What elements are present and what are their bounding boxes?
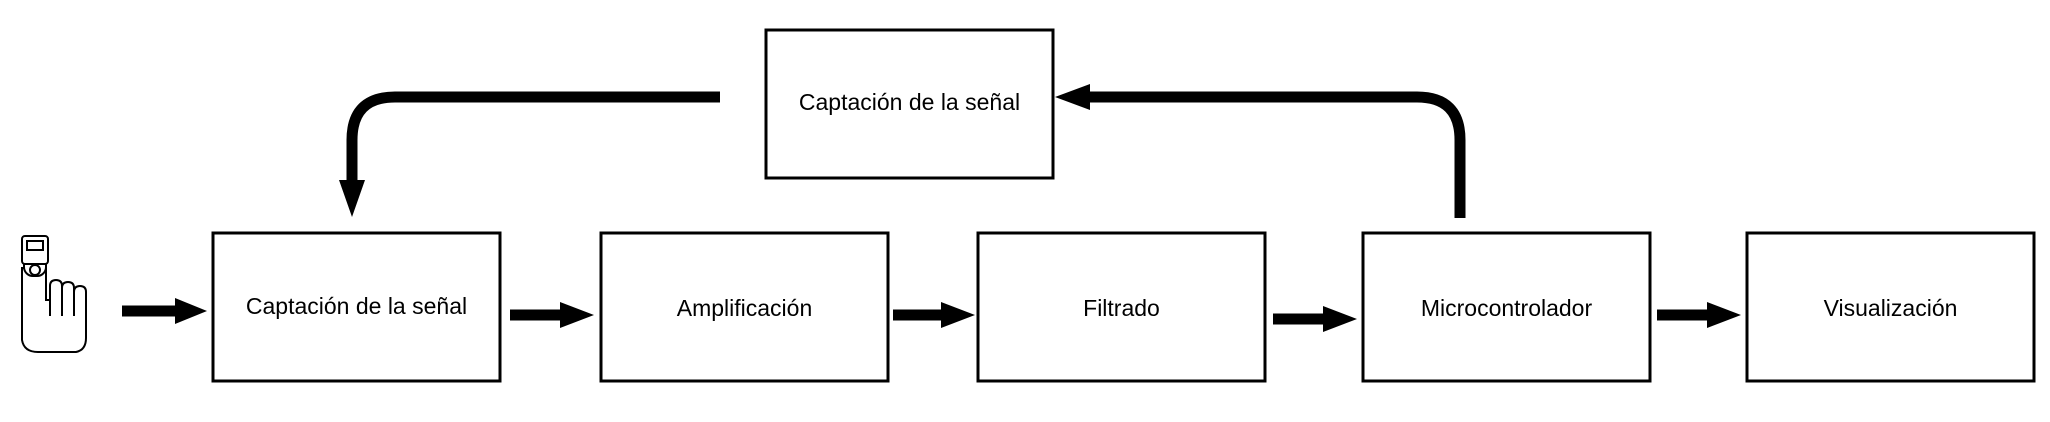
block-signal-capture-label: Captación de la señal — [246, 293, 467, 319]
finger-pulse-oximeter-icon — [21, 235, 87, 353]
block-signal-capture: Captación de la señal — [211, 231, 502, 383]
arrow-top-block-to-capture — [339, 91, 720, 217]
block-filtering-label: Filtrado — [1083, 295, 1160, 321]
block-visualization: Visualización — [1745, 231, 2036, 383]
arrow-microcontroller-to-visualization — [1657, 302, 1741, 328]
block-amplification-label: Amplificación — [677, 295, 813, 321]
block-visualization-label: Visualización — [1824, 295, 1958, 321]
block-amplification: Amplificación — [599, 231, 890, 383]
block-top-signal-capture-label: Captación de la señal — [799, 89, 1020, 115]
block-microcontroller-label: Microcontrolador — [1421, 295, 1593, 321]
arrow-amplification-to-filtering — [893, 302, 975, 328]
block-filtering: Filtrado — [976, 231, 1267, 383]
arrow-finger-to-capture — [122, 298, 207, 324]
arrow-microcontroller-to-top-block — [1055, 84, 1466, 218]
block-top-signal-capture: Captación de la señal — [764, 28, 1055, 180]
arrow-capture-to-amplification — [510, 302, 594, 328]
arrow-filtering-to-microcontroller — [1273, 306, 1357, 332]
block-microcontroller: Microcontrolador — [1361, 231, 1652, 383]
